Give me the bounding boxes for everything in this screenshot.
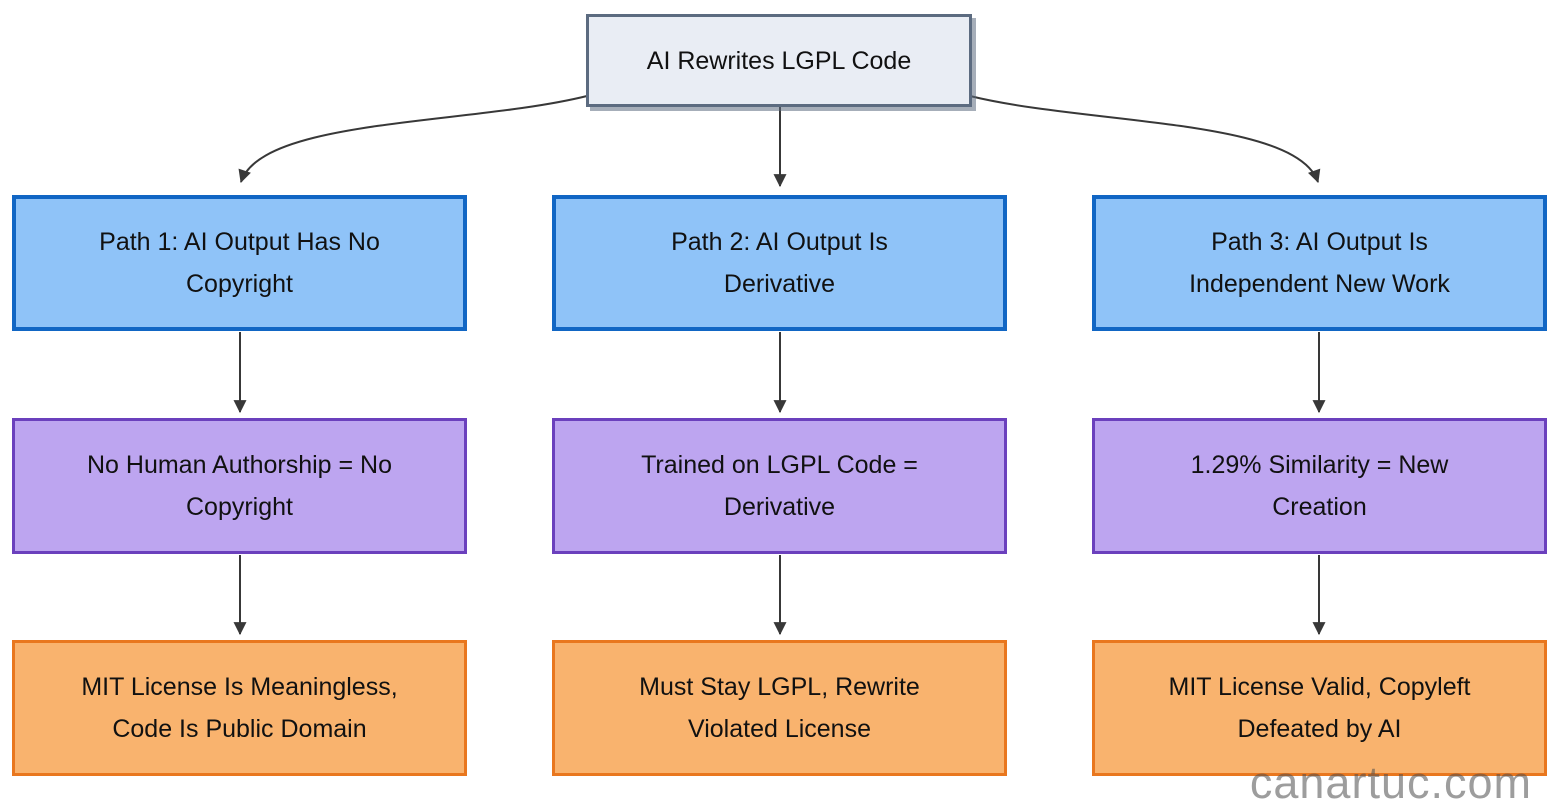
edge-root-to-path1 [238, 95, 588, 184]
node-root-label: AI Rewrites LGPL Code [646, 46, 912, 75]
node-reason-1-label: No Human Authorship = No Copyright [86, 451, 393, 521]
node-path-1: Path 1: AI Output Has No Copyright [12, 195, 467, 331]
node-outcome-2-label: Must Stay LGPL, Rewrite Violated License [639, 673, 920, 743]
node-outcome-3: MIT License Valid, Copyleft Defeated by … [1092, 640, 1547, 776]
node-outcome-3-label: MIT License Valid, Copyleft Defeated by … [1168, 673, 1471, 743]
node-reason-3-label: 1.29% Similarity = New Creation [1190, 451, 1449, 521]
node-path-3-label: Path 3: AI Output Is Independent New Wor… [1189, 228, 1450, 298]
node-reason-3: 1.29% Similarity = New Creation [1092, 418, 1547, 554]
node-root: AI Rewrites LGPL Code [586, 14, 972, 107]
node-outcome-2: Must Stay LGPL, Rewrite Violated License [552, 640, 1007, 776]
node-outcome-1-label: MIT License Is Meaningless, Code Is Publ… [81, 673, 398, 743]
node-outcome-1: MIT License Is Meaningless, Code Is Publ… [12, 640, 467, 776]
node-reason-2-label: Trained on LGPL Code = Derivative [641, 451, 918, 521]
node-path-2: Path 2: AI Output Is Derivative [552, 195, 1007, 331]
node-path-3: Path 3: AI Output Is Independent New Wor… [1092, 195, 1547, 331]
node-reason-1: No Human Authorship = No Copyright [12, 418, 467, 554]
edge-root-to-path3 [969, 95, 1321, 184]
node-path-2-label: Path 2: AI Output Is Derivative [671, 228, 888, 298]
node-reason-2: Trained on LGPL Code = Derivative [552, 418, 1007, 554]
node-path-1-label: Path 1: AI Output Has No Copyright [99, 228, 380, 298]
watermark: canartuc.com [1249, 757, 1532, 808]
